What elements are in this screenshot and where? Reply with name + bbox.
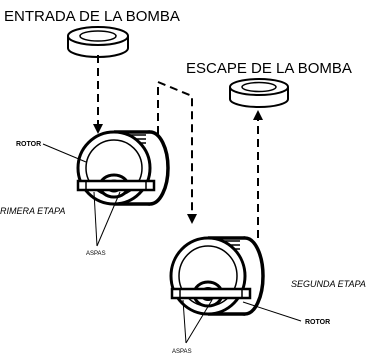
interstage-flow-arrow — [157, 80, 197, 224]
outlet-ring — [229, 78, 289, 108]
pump-inlet-label: ENTRADA DE LA BOMBA — [4, 8, 180, 25]
vanes-second-leader-b — [185, 299, 213, 344]
first-stage-label: RIMERA ETAPA — [0, 206, 65, 216]
vanes-second-leader-a — [182, 299, 187, 344]
vanes-second-label: ASPAS — [172, 349, 192, 355]
rotor-second-leader — [242, 301, 302, 322]
vanes-first-leader-b — [96, 191, 121, 247]
vanes-first-label: ASPAS — [86, 251, 106, 257]
rotor-second-stage — [169, 236, 265, 316]
vanes-first-leader-a — [93, 191, 98, 247]
inlet-ring — [67, 26, 129, 58]
pump-outlet-label: ESCAPE DE LA BOMBA — [186, 60, 352, 77]
rotor-first-stage — [76, 130, 170, 206]
second-stage-label: SEGUNDA ETAPA — [291, 279, 366, 289]
rotor-first-leader — [42, 143, 87, 163]
rotor-first-label: ROTOR — [16, 141, 41, 148]
flow-arrows — [93, 55, 263, 238]
leader-lines — [42, 143, 302, 344]
rotor-second-label: ROTOR — [305, 319, 330, 326]
